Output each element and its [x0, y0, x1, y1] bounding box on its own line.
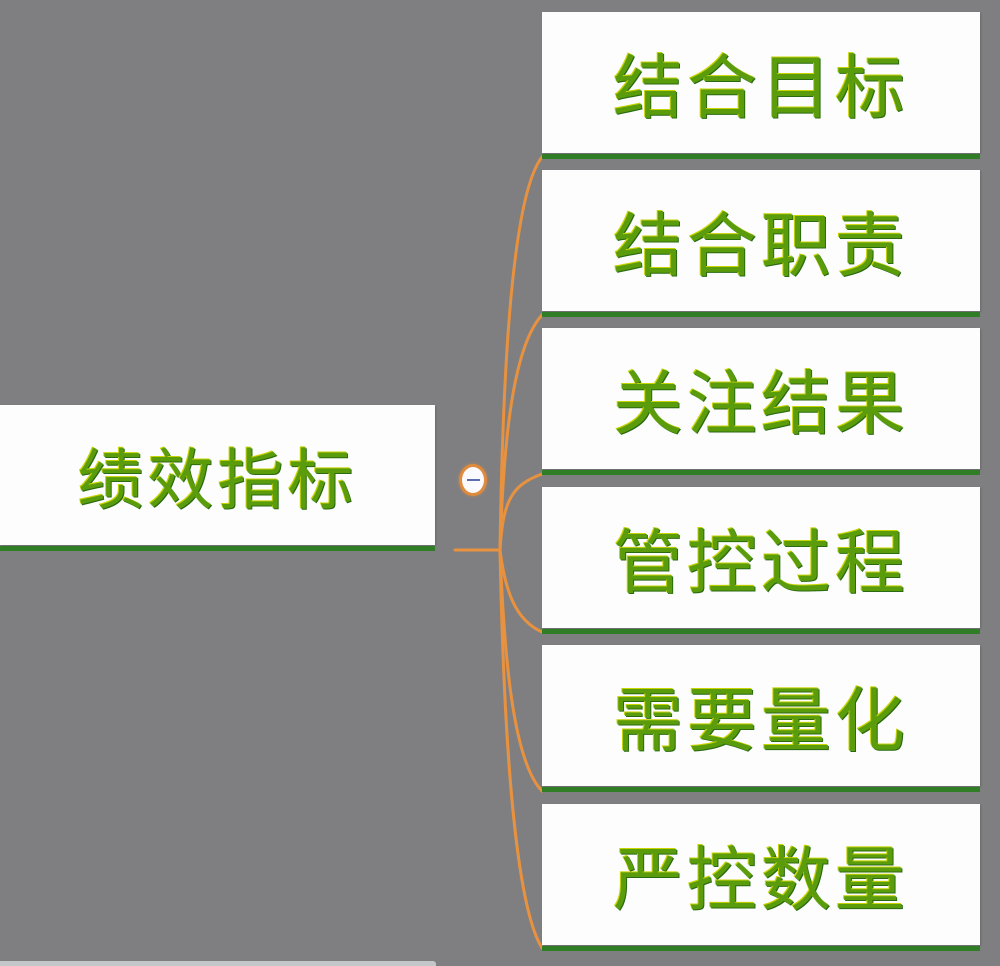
- child-node-label: 关注结果: [613, 363, 909, 445]
- connector-child-6: [498, 548, 544, 950]
- child-node-label: 需要量化: [613, 680, 909, 762]
- connector-child-3: [498, 472, 544, 552]
- child-node-underline: [542, 312, 980, 317]
- child-node-underline: [542, 787, 980, 792]
- child-node-label: 管控过程: [613, 522, 909, 604]
- connector-child-2: [498, 313, 544, 552]
- child-node-1[interactable]: 结合目标: [542, 12, 980, 159]
- child-node-3[interactable]: 关注结果: [542, 328, 980, 475]
- minus-icon: [466, 479, 480, 481]
- root-node-underline: [0, 546, 435, 551]
- root-node[interactable]: 绩效指标: [0, 405, 435, 551]
- child-node-underline: [542, 946, 980, 951]
- child-node-2[interactable]: 结合职责: [542, 170, 980, 317]
- child-node-label: 结合职责: [613, 205, 909, 287]
- root-node-label: 绩效指标: [77, 442, 358, 519]
- child-node-underline: [542, 154, 980, 159]
- child-node-5[interactable]: 需要量化: [542, 645, 980, 792]
- child-node-label: 结合目标: [613, 47, 909, 129]
- horizontal-scrollbar[interactable]: [0, 961, 436, 966]
- child-node-6[interactable]: 严控数量: [542, 804, 980, 951]
- child-node-4[interactable]: 管控过程: [542, 487, 980, 634]
- child-node-underline: [542, 470, 980, 475]
- connector-child-1: [498, 155, 544, 552]
- connector-child-4: [498, 548, 544, 634]
- child-node-label: 严控数量: [613, 839, 909, 921]
- connector-child-5: [498, 548, 544, 793]
- child-node-underline: [542, 629, 980, 634]
- collapse-toggle-button[interactable]: [459, 464, 487, 496]
